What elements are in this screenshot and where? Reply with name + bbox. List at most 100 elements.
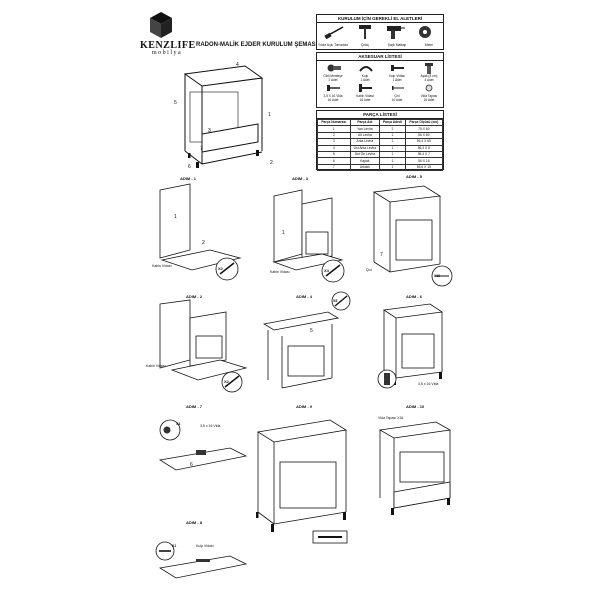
step-3-qty: X4 [324,268,329,273]
assembled-cabinet-diagram [183,65,264,168]
step-2-diagram [159,299,248,381]
tools-header: KURULUM İÇİN GEREKLİ EL ALETLERİ [317,15,443,23]
tools-panel: KURULUM İÇİN GEREKLİ EL ALETLERİ Yıldız … [316,14,444,50]
step-3-screw-callout [321,259,345,283]
step-7-diagram [158,447,248,471]
hammer-icon [359,25,371,39]
step-8-qty: X1 [172,544,177,548]
tape-measure-icon [419,26,431,38]
cell-size: 55,6 X 15 [404,163,444,172]
brand-name: KENZLIFE [140,40,196,51]
screwdriver-icon [324,26,344,39]
cube-logo-icon [150,12,172,38]
accessories-header: AKSESUAR LİSTESİ [317,53,443,61]
step-5-note: Çivi [366,268,372,272]
accessory-leg: Ayak (8 cm)4 Adet [420,74,438,82]
tool-label-drill: Şarjlı Matkap [387,43,407,47]
column-header: Parça Adedi [379,118,406,127]
cell-number: 7 [317,163,351,172]
step-1-screw-callout [215,257,239,281]
parts-table-header-row: Parça Numarası Parça Adı Parça Adedi Par… [317,118,444,127]
step-7-label: ADIM - 7 [186,404,202,409]
step-6-note: 3,5 x 16 Vida [418,382,439,386]
step-5-nail-callout [431,265,453,287]
drill-icon [387,26,405,39]
leg-icon [425,63,433,74]
step-4-diagram [262,311,340,389]
step-6-label: ADIM - 6 [406,294,422,299]
handle-screw-icon [391,65,404,71]
step-7-qty: X4 [176,422,181,426]
step-10-label: ADIM - 10 [406,404,425,409]
column-header: Parça Ölçüsü (cm) [404,118,444,127]
handle-icon [359,66,373,72]
step-4-label: ADIM - 4 [296,294,312,299]
step-10-diagram [378,421,452,515]
callout-2: 2 [270,160,273,166]
cell-qty: 1 [379,163,406,172]
callout-1: 1 [268,112,271,118]
step-5-label: ADIM - 5 [406,174,422,179]
step-5-diagram [372,185,442,273]
parts-panel: PARÇA LİSTESİ Parça Numarası Parça Adı P… [316,110,444,172]
step-1-label: ADIM - 1 [180,176,196,181]
screw-cap-icon [425,84,433,92]
step-1-part-1: 1 [174,214,177,220]
step-8-screw-callout [155,541,175,561]
step-2-note: Kabin Vidası [146,364,166,368]
tool-label-hammer: Çekiç [361,43,369,47]
step-3-label: ADIM - 3 [292,176,308,181]
step-9-label: ADIM - 9 [296,404,312,409]
nail-icon [392,86,404,90]
step-2-label: ADIM - 2 [186,294,202,299]
step-2-screw-callout [221,371,243,393]
step-9-diagram [256,419,348,532]
screw-icon [327,85,340,91]
step-9-handle-callout [312,530,348,544]
step-3-note: Kabin Vidası [270,270,290,274]
step-10-note: Vida Tapası X16 [378,416,404,420]
step-2-qty: X2 [224,379,229,384]
cell-name: Üst Arka Levha [349,144,381,152]
callout-3: 3 [208,128,211,134]
step-8-diagram [158,555,248,579]
callout-6: 6 [188,164,191,170]
column-header: Parça Adı [349,118,381,127]
brand-logo [148,10,174,40]
step-5-qty: X10 [434,274,441,278]
page-title: RADON-MALİK EJDER KURULUM ŞEMASI [196,42,318,48]
step-3-diagram [272,189,344,271]
parts-table: Parça Numarası Parça Adı Parça Adedi Par… [317,118,444,172]
step-7-note: 3,5 x 16 Vida [200,424,221,428]
step-6-leg-callout [377,369,397,389]
tool-label-screwdriver: Yıldız Uçlu Tornavida [318,43,348,47]
step-8-note: Kulp Vidası [196,544,214,548]
cabinet-screw-icon [359,84,372,92]
step-7-part-6: 6 [190,462,193,468]
step-1-note: Kabin Vidası [152,264,172,268]
tool-label-tape-measure: Metre [424,43,434,47]
column-header: Parça Numarası [317,118,351,127]
step-7-hinge-callout [159,419,181,441]
callout-4: 4 [236,62,239,68]
step-4-qty: X8 [333,299,338,303]
parts-header: PARÇA LİSTESİ [317,111,443,119]
step-8-label: ADIM - 8 [186,520,202,525]
brand-sub: mobilya [152,50,183,56]
step-5-part-7: 7 [380,252,383,258]
step-3-part-1: 1 [282,230,285,236]
hinge-icon [327,64,341,72]
callout-7: 7 [200,146,203,152]
step-4-part-5: 5 [310,328,313,334]
step-1-part-2: 2 [202,240,205,246]
cell-name: Arkalık [349,163,381,172]
step-1-diagram [159,183,242,271]
